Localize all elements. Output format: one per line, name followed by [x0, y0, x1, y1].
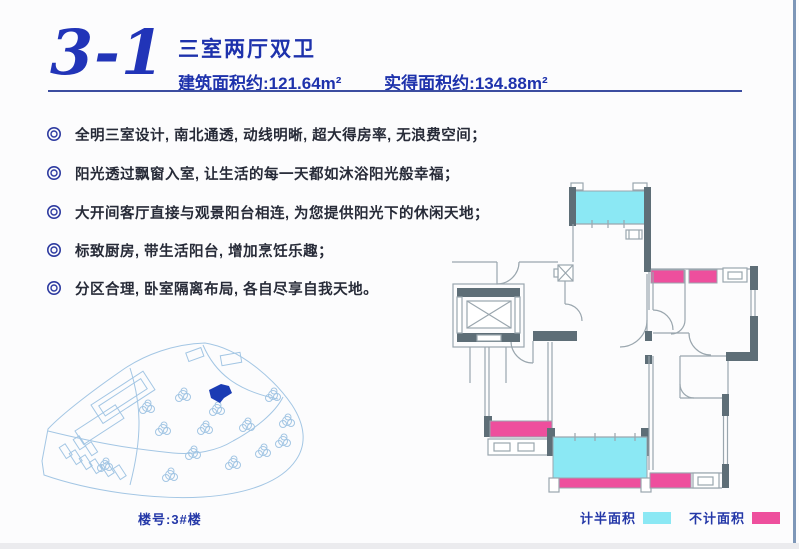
feature-text: 标致厨房, 带生活阳台, 增加烹饪乐趣；: [75, 243, 334, 260]
header-block: 三室两厅双卫 建筑面积约:121.64m² 实得面积约:134.88m²: [178, 33, 586, 94]
feature-text: 全明三室设计, 南北通透, 动线明晰, 超大得房率, 无浪费空间；: [75, 127, 487, 144]
bay-window-left: [489, 420, 553, 438]
page-right-border: [793, 0, 796, 543]
floor-plan-legend: 计半面积 不计面积: [580, 508, 798, 527]
site-plan-caption: 楼号:3#楼: [138, 512, 202, 527]
bay-window-bottom-right: [649, 472, 692, 489]
right-wing: [645, 266, 758, 489]
feature-text: 分区合理, 卧室隔离布局, 各自尽享自我天地。: [75, 281, 379, 298]
elevator: [452, 283, 525, 383]
half-area-bottom-balcony: [552, 436, 648, 479]
actual-area-label: 实得面积约:134.88m²: [384, 74, 548, 93]
feature-text: 大开间客厅直接与观景阳台相连, 为您提供阳光下的休闲天地；: [75, 205, 490, 222]
unit-code: 3-1: [50, 16, 166, 89]
page-title: 三室两厅双卫: [178, 38, 316, 61]
top-balcony: [569, 182, 651, 228]
uncounted-strip-bottom: [554, 477, 648, 489]
feature-item: 阳光透过飘窗入室, 让生活的每一天都如沐浴阳光般幸福；: [46, 163, 459, 183]
legend-swatch-uncounted-area: [752, 511, 781, 524]
double-circle-bullet-icon: [47, 205, 61, 219]
page-bottom-edge: [0, 543, 799, 549]
half-area-top-balcony: [572, 190, 648, 225]
legend-swatch-half-area: [643, 511, 672, 524]
feature-item: 全明三室设计, 南北通透, 动线明晰, 超大得房率, 无浪费空间；: [46, 124, 486, 144]
feature-item: 标致厨房, 带生活阳台, 增加烹饪乐趣；: [46, 240, 333, 260]
double-circle-bullet-icon: [47, 127, 61, 141]
living-entry-walls: [452, 224, 652, 364]
bedroom-left: [484, 342, 553, 456]
site-buildings: [58, 346, 243, 481]
double-circle-bullet-icon: [47, 243, 61, 257]
feature-item: 大开间客厅直接与观景阳台相连, 为您提供阳光下的休闲天地；: [46, 202, 489, 222]
bay-window-top-2: [688, 269, 718, 284]
double-circle-bullet-icon: [47, 166, 61, 180]
site-plan-drawing: [41, 342, 304, 499]
double-circle-bullet-icon: [47, 281, 61, 295]
built-area-label: 建筑面积约:121.64m²: [178, 74, 342, 93]
bay-window-top-1: [650, 269, 685, 284]
feature-text: 阳光透过飘窗入室, 让生活的每一天都如沐浴阳光般幸福；: [75, 166, 460, 183]
site-boundary: [41, 342, 304, 499]
site-highlighted-building: [209, 384, 232, 403]
floor-plan-drawing: [452, 182, 758, 493]
bottom-balcony: [547, 428, 652, 493]
legend-label-uncounted-area: 不计面积: [689, 511, 746, 526]
area-figures: 建筑面积约:121.64m² 实得面积约:134.88m²: [178, 69, 586, 94]
header-divider: [48, 90, 742, 92]
legend-label-half-area: 计半面积: [580, 511, 637, 526]
feature-item: 分区合理, 卧室隔离布局, 各自尽享自我天地。: [46, 278, 378, 298]
